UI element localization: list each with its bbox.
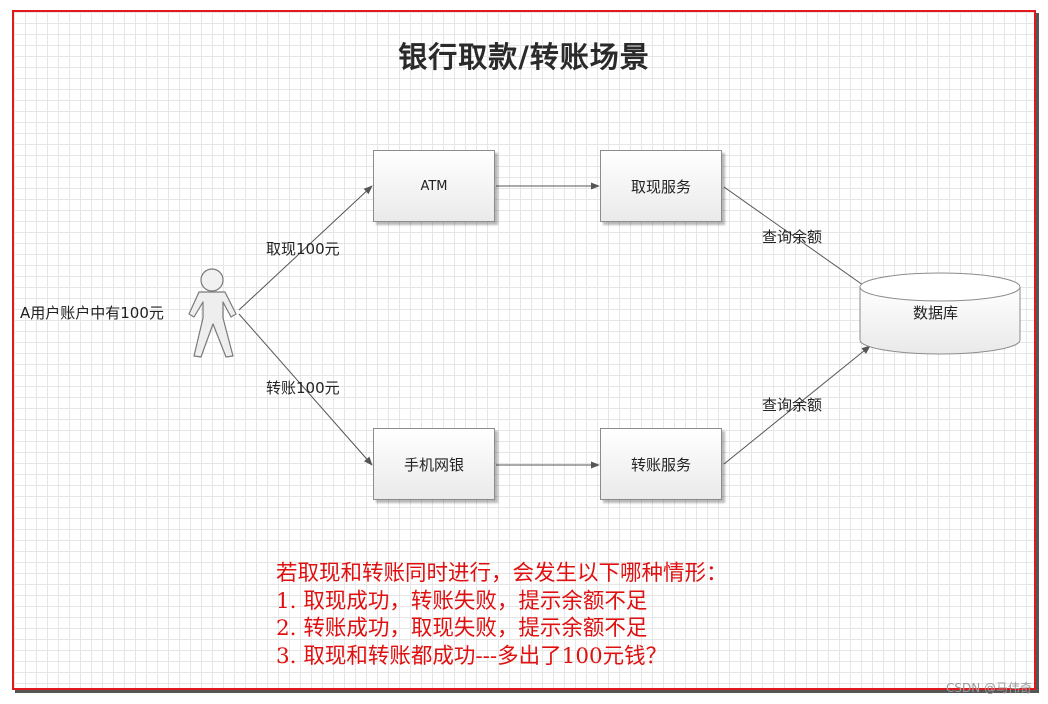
note-line: 2. 转账成功，取现失败，提示余额不足 [276,616,648,641]
question-note: 若取现和转账同时进行，会发生以下哪种情形： 1. 取现成功，转账失败，提示余额不… [276,560,728,670]
edge-user-to-mobile-bank [238,313,373,466]
edge-label-query-balance-top: 查询余额 [762,228,823,246]
diagram-title: 银行取款/转账场景 [398,40,650,74]
edge-label-query-balance-bottom: 查询余额 [762,396,823,414]
edge-label-transfer: 转账100元 [266,379,340,397]
edge-transfer-service-to-database [723,345,871,465]
note-line: 1. 取现成功，转账失败，提示余额不足 [276,588,648,614]
node-transfer-service: 转账服务 [600,428,722,500]
note-line: 若取现和转账同时进行，会发生以下哪种情形： [276,561,728,586]
edge-user-to-atm [238,185,373,311]
node-atm: ATM [373,150,495,222]
edge-withdraw-service-to-database [723,186,871,291]
node-withdraw-service: 取现服务 [600,150,722,222]
watermark: CSDN @马伟奇 [945,681,1032,695]
edge-label-withdraw: 取现100元 [266,240,340,258]
user-actor-icon [188,268,237,358]
note-line: 3. 取现和转账都成功---多出了100元钱？ [276,643,668,669]
actor-label: A用户账户中有100元 [20,304,164,322]
database-label: 数据库 [913,304,959,322]
node-mobile-bank: 手机网银 [373,428,495,500]
database-cylinder-icon [859,272,1021,355]
